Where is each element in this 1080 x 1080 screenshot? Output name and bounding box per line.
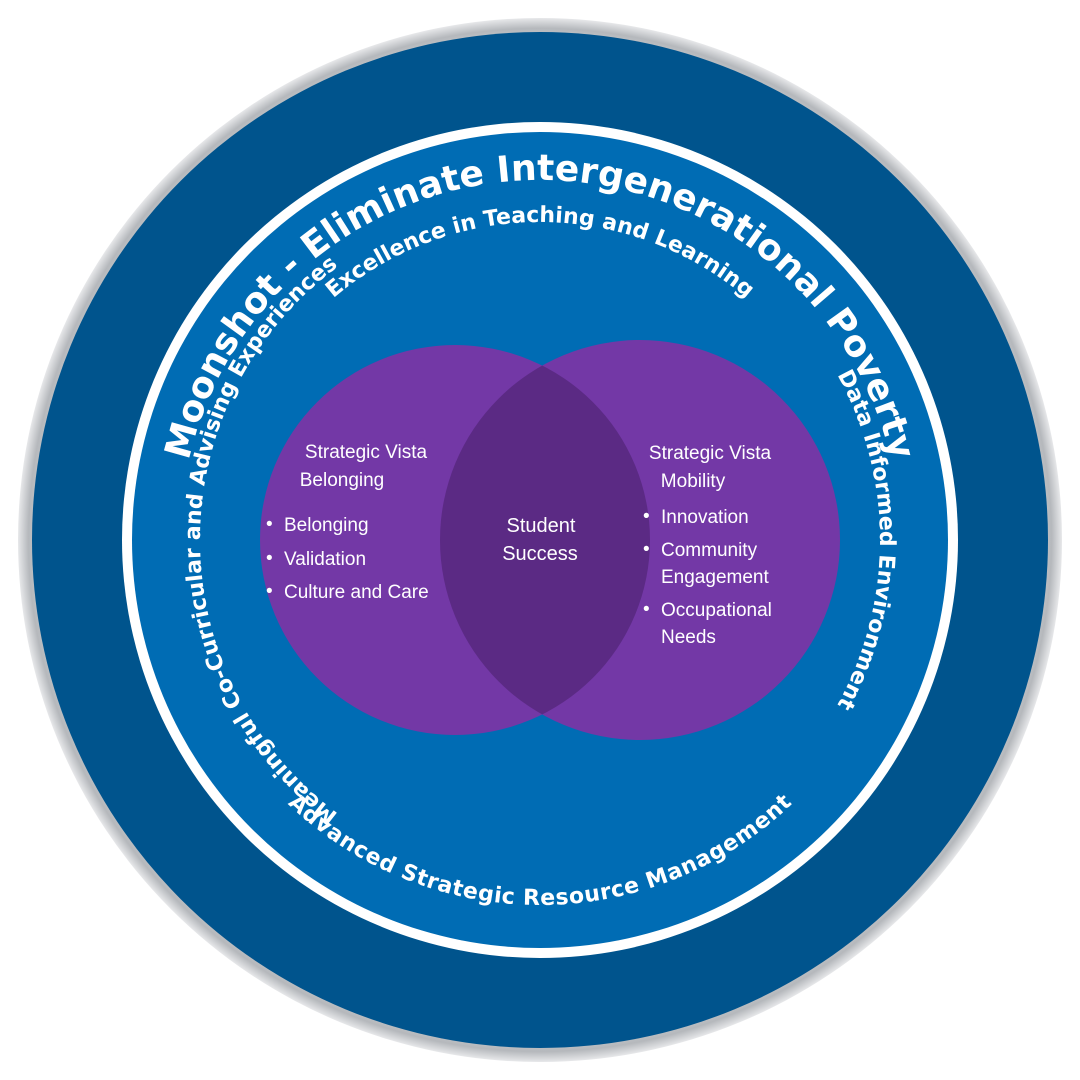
right-bullet-3: • bbox=[643, 599, 650, 620]
left-circle-title-line2: Belonging bbox=[300, 470, 385, 491]
right-circle-title-line2: Mobility bbox=[661, 471, 726, 492]
left-bullet-3: • bbox=[266, 581, 273, 602]
overlap-lens bbox=[440, 345, 650, 735]
right-item-3-line2: Needs bbox=[661, 627, 716, 648]
right-bullet-1: • bbox=[643, 506, 650, 527]
left-item-3: Culture and Care bbox=[284, 582, 429, 603]
right-item-2-line2: Engagement bbox=[661, 567, 769, 588]
right-bullet-2: • bbox=[643, 539, 650, 560]
right-item-3-line1: Occupational bbox=[661, 600, 772, 621]
center-line2: Success bbox=[502, 543, 578, 565]
center-line1: Student bbox=[507, 515, 576, 537]
right-item-1-line1: Innovation bbox=[661, 507, 749, 528]
left-bullet-1: • bbox=[266, 514, 273, 535]
left-item-1: Belonging bbox=[284, 515, 369, 536]
left-circle-title-line1: Strategic Vista bbox=[305, 442, 428, 463]
right-circle-title-line1: Strategic Vista bbox=[649, 443, 772, 464]
right-item-2-line1: Community bbox=[661, 540, 758, 561]
left-bullet-2: • bbox=[266, 548, 273, 569]
left-item-2: Validation bbox=[284, 549, 366, 570]
